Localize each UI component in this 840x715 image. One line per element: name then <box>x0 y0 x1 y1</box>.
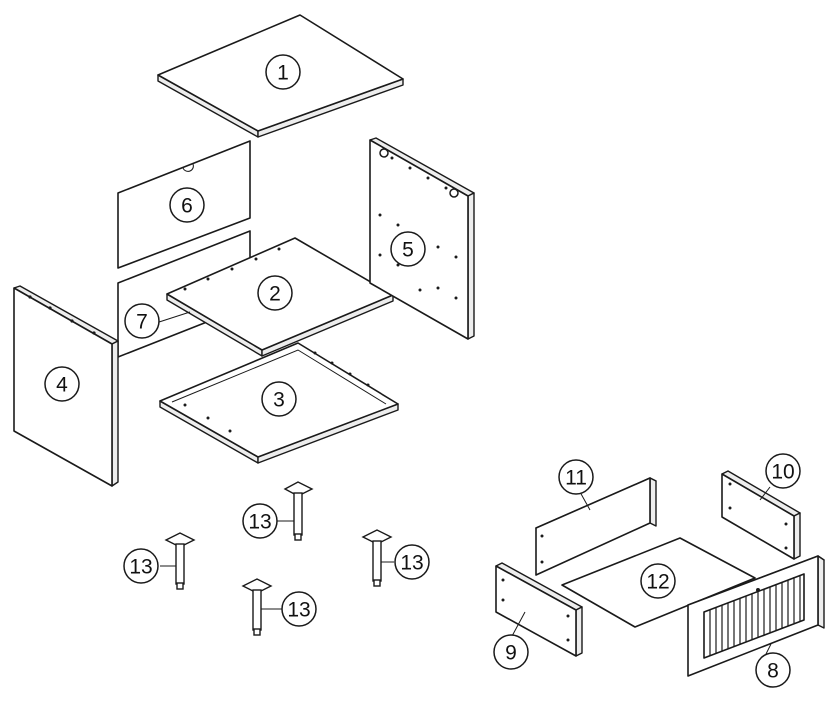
svg-text:4: 4 <box>56 374 68 397</box>
svg-text:13: 13 <box>400 552 423 575</box>
callout-5: 5 <box>390 231 426 267</box>
part-10-drawer-side-right <box>721 470 801 560</box>
callout-9: 9 <box>493 634 529 670</box>
svg-text:7: 7 <box>136 311 148 334</box>
callout-13-left: 13 <box>123 548 159 584</box>
svg-text:6: 6 <box>181 195 193 218</box>
svg-text:9: 9 <box>505 642 517 665</box>
callout-8: 8 <box>755 652 791 688</box>
svg-text:8: 8 <box>767 660 779 683</box>
svg-text:1: 1 <box>277 62 289 85</box>
svg-text:13: 13 <box>129 556 152 579</box>
part-11-drawer-back <box>535 477 657 576</box>
part-9-drawer-side-left <box>495 562 583 657</box>
callout-11: 11 <box>558 459 594 495</box>
callout-13-right: 13 <box>394 544 430 580</box>
callout-13-bottom: 13 <box>281 591 317 627</box>
svg-text:12: 12 <box>646 571 669 594</box>
svg-text:11: 11 <box>565 467 587 490</box>
drawer-front-slats <box>709 575 801 656</box>
callout-2: 2 <box>257 275 293 311</box>
part-13-leg-bottom <box>241 578 273 636</box>
svg-text:10: 10 <box>771 461 794 484</box>
callout-4: 4 <box>44 366 80 402</box>
callout-3: 3 <box>261 381 297 417</box>
part-13-leg-right <box>361 529 393 587</box>
svg-text:3: 3 <box>273 389 285 412</box>
part-8-drawer-front <box>687 555 825 677</box>
svg-text:5: 5 <box>402 239 414 262</box>
svg-text:2: 2 <box>269 283 281 306</box>
svg-text:13: 13 <box>248 511 271 534</box>
callout-6: 6 <box>169 187 205 223</box>
callout-7: 7 <box>124 303 160 339</box>
svg-text:13: 13 <box>287 599 310 622</box>
callout-1: 1 <box>265 54 301 90</box>
callout-13-top: 13 <box>242 503 278 539</box>
part-13-leg-top <box>283 481 314 541</box>
part-13-leg-left <box>164 532 196 590</box>
callout-12: 12 <box>640 563 676 599</box>
callout-10: 10 <box>765 453 801 489</box>
